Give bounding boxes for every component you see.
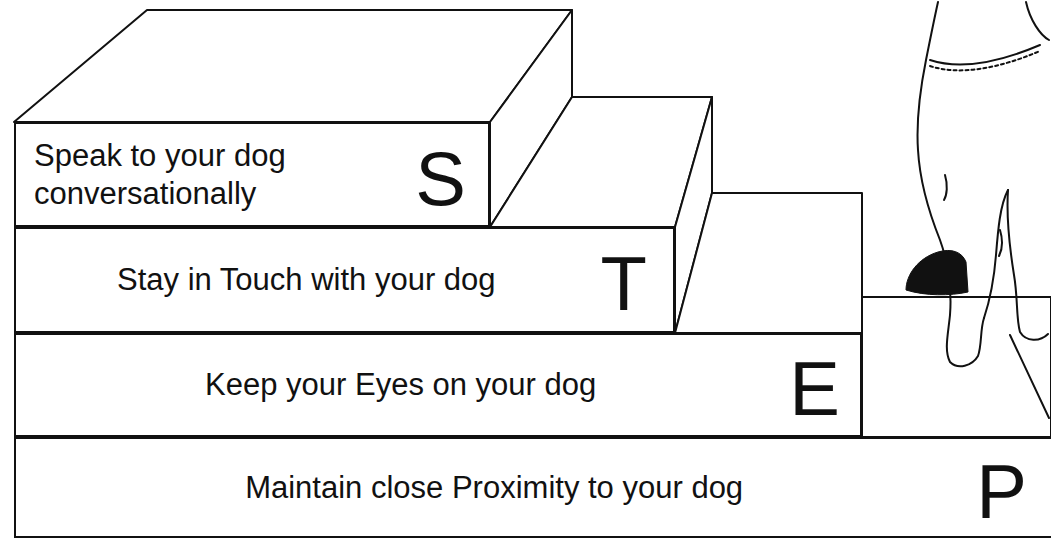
step-tread (675, 193, 862, 333)
step-letter: P (976, 454, 1027, 530)
stair-step: Maintain close Proximity to your dog P (14, 437, 1051, 538)
dog-outline (984, 190, 1008, 318)
dog-collar (930, 51, 1040, 70)
stair-step: Keep your Eyes on your dog E (14, 333, 862, 437)
step-tread (490, 97, 712, 227)
dog-illustration (917, 2, 1049, 418)
dog-fur (999, 230, 1002, 256)
dog-outline (1026, 2, 1049, 40)
stair-step: Stay in Touch with your dog T (14, 227, 675, 333)
step-text: Keep your Eyes on your dog (26, 366, 775, 403)
leash-line (1010, 335, 1049, 418)
dog-fur (944, 175, 947, 200)
step-tread (862, 297, 1051, 437)
step-text: Stay in Touch with your dog (26, 261, 587, 298)
step-letter: T (601, 246, 647, 322)
step-letter: S (415, 141, 466, 217)
dog-outline (917, 2, 984, 366)
step-text: Speak to your dog conversationally (34, 137, 401, 211)
dog-collar (930, 45, 1040, 64)
step-letter: E (789, 351, 840, 427)
step-text: Maintain close Proximity to your dog (26, 469, 962, 506)
handler-shoe (906, 250, 968, 294)
step-top (14, 10, 572, 122)
stair-step: Speak to your dog conversationallyS (14, 122, 490, 227)
dog-outline (1007, 190, 1048, 340)
